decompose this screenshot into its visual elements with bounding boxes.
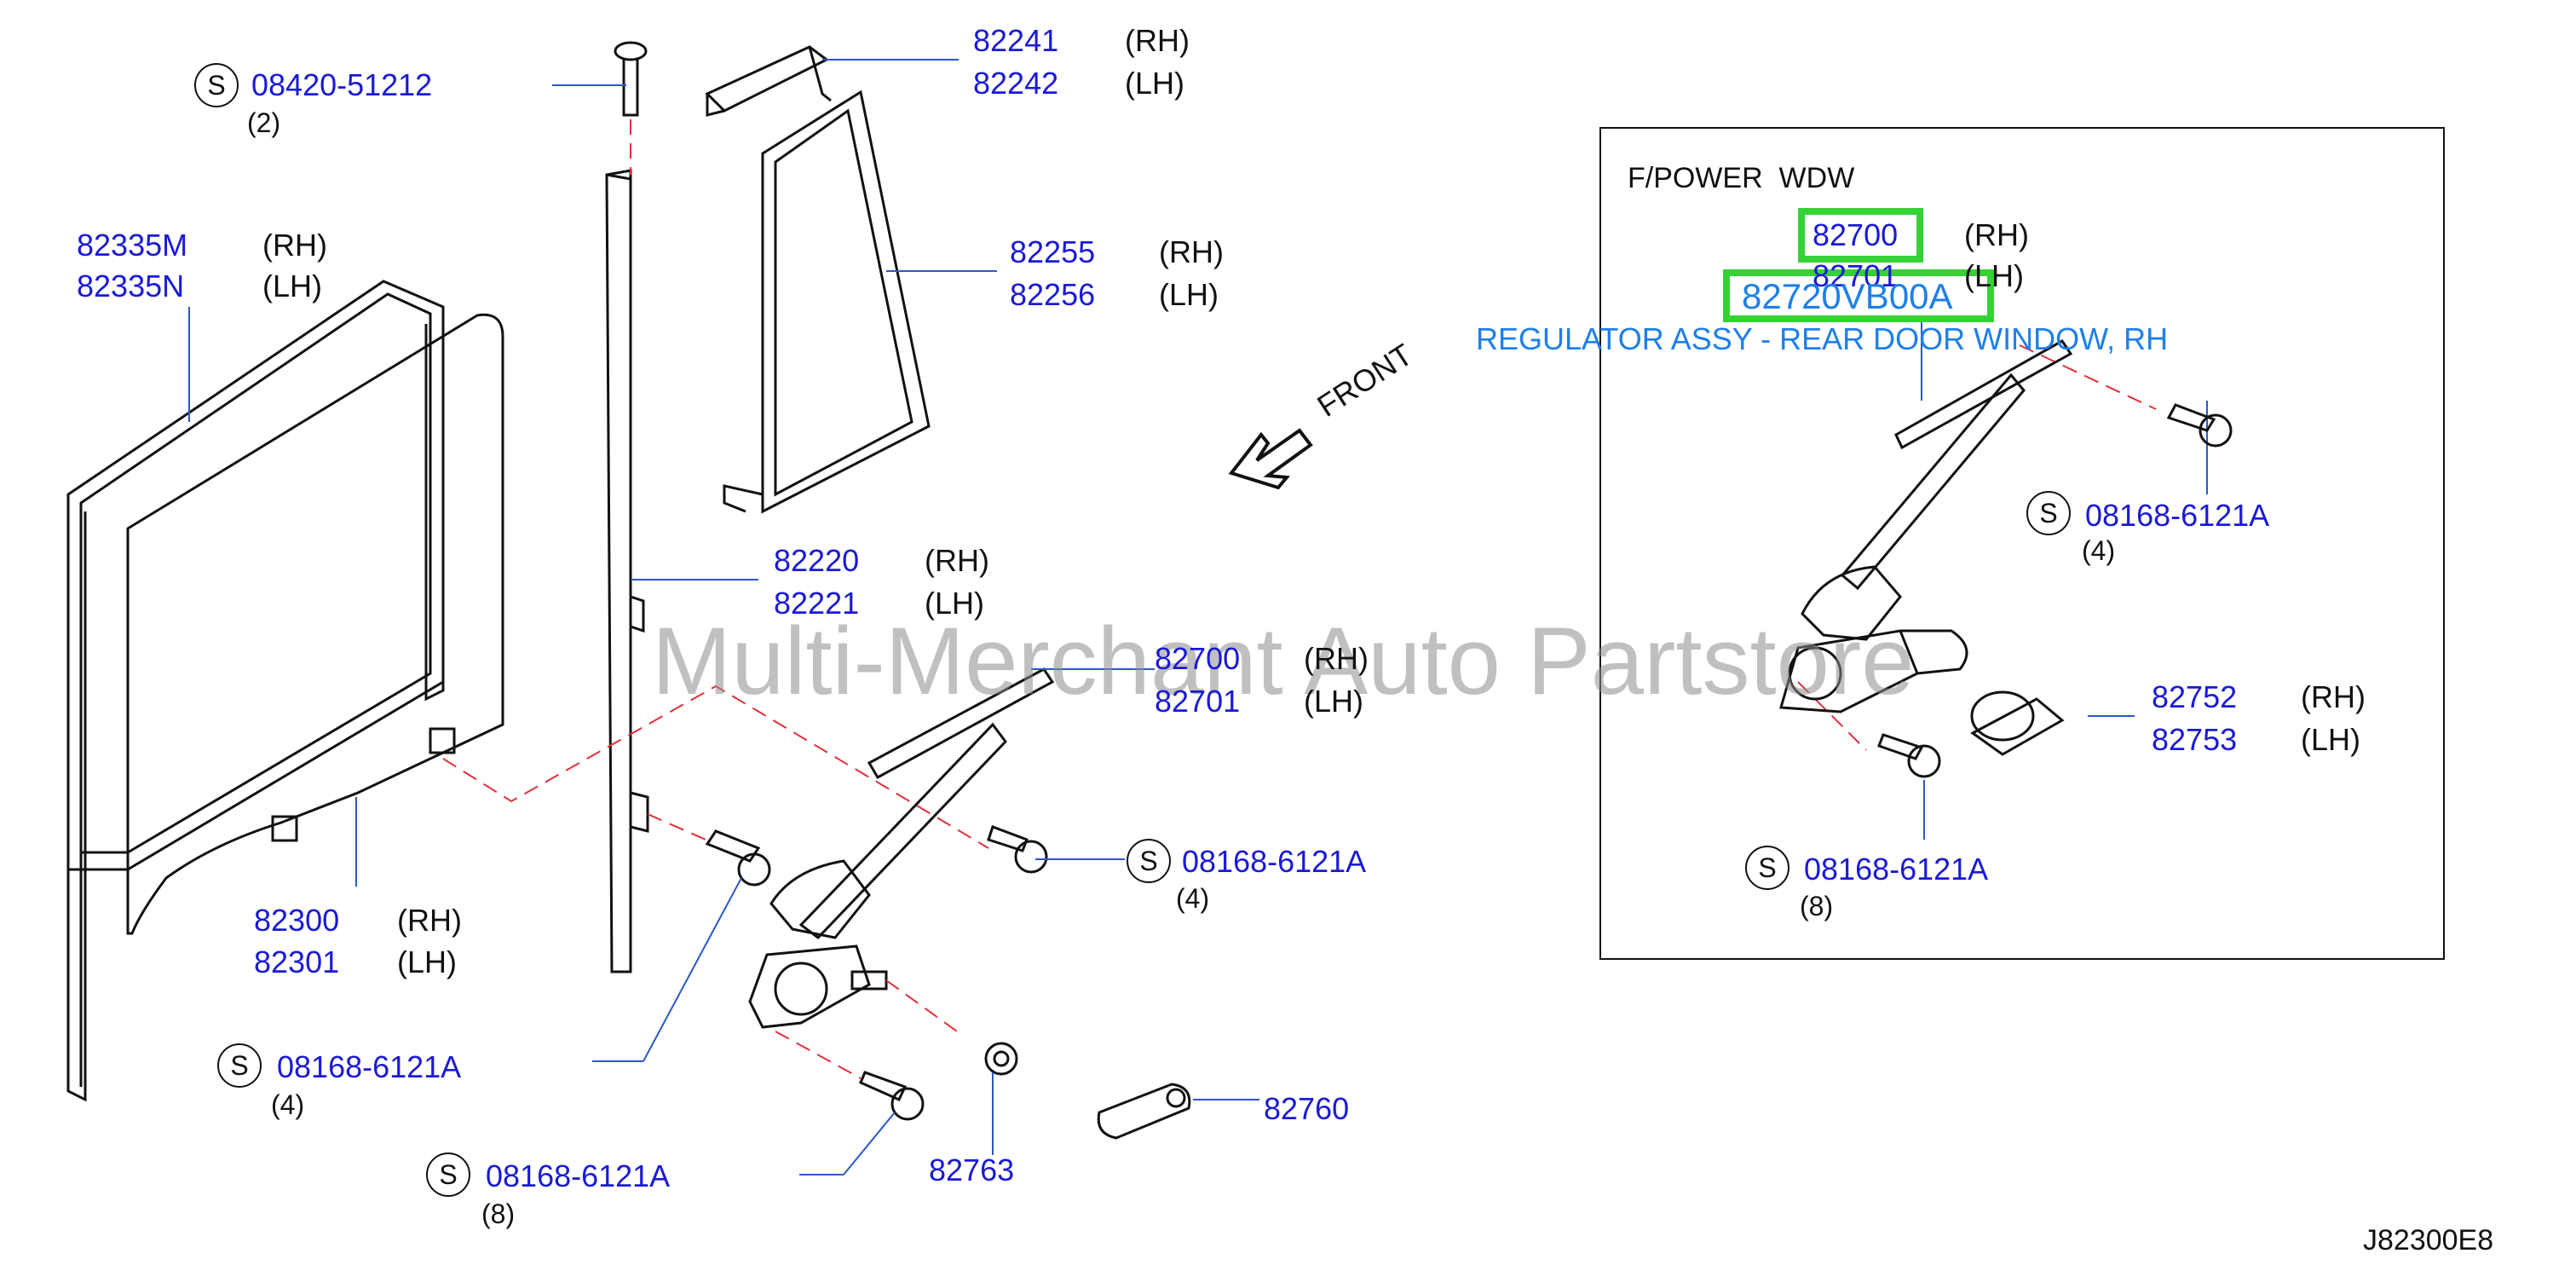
bolts bbox=[705, 825, 1048, 1121]
part-number-82255[interactable]: 82255 bbox=[1010, 234, 1096, 269]
side-rh: (RH) bbox=[397, 903, 462, 938]
standard-part-badge: S bbox=[217, 1043, 262, 1088]
part-number-08168-6121a[interactable]: 08168-6121A bbox=[1182, 844, 1367, 879]
side-rh: (RH) bbox=[1964, 217, 2029, 252]
standard-part-badge: S bbox=[1745, 846, 1789, 890]
part-number-82220[interactable]: 82220 bbox=[774, 543, 860, 578]
standard-part-badge: S bbox=[2026, 491, 2071, 535]
glass-run-top bbox=[705, 45, 832, 117]
quantity-label: (2) bbox=[247, 107, 281, 138]
figure-code: J82300E8 bbox=[2363, 1224, 2494, 1256]
standard-part-badge: S bbox=[1127, 839, 1171, 883]
part-number-82221[interactable]: 82221 bbox=[774, 586, 860, 621]
side-lh: (LH) bbox=[1159, 277, 1219, 312]
part-number-82335n[interactable]: 82335N bbox=[77, 269, 185, 303]
handle-82760 bbox=[1097, 1083, 1191, 1140]
part-number-82701[interactable]: 82701 bbox=[1155, 684, 1241, 719]
quantity-label: (4) bbox=[271, 1089, 305, 1120]
side-rh: (RH) bbox=[262, 228, 327, 263]
side-lh: (LH) bbox=[1964, 258, 2024, 293]
highlight-box-82720vb00a bbox=[1723, 269, 1994, 322]
front-arrow-icon bbox=[1228, 428, 1313, 490]
screw-08420 bbox=[614, 41, 648, 117]
part-number-08168-6121a[interactable]: 08168-6121A bbox=[277, 1049, 462, 1084]
window-regulator bbox=[748, 667, 1055, 1029]
watermark: Multi-Merchant Auto Partstore bbox=[652, 608, 1915, 714]
side-lh: (LH) bbox=[262, 269, 322, 303]
side-lh: (LH) bbox=[397, 944, 457, 979]
part-number-82701[interactable]: 82701 bbox=[1812, 258, 1899, 293]
highlight-box-82700 bbox=[1798, 208, 1923, 263]
part-number-82335m[interactable]: 82335M bbox=[77, 228, 188, 263]
inset-title: F/POWER WDW bbox=[1628, 162, 1855, 194]
side-lh: (LH) bbox=[1304, 684, 1363, 719]
part-number-08168-6121a[interactable]: 08168-6121A bbox=[1804, 852, 1989, 887]
part-number-82753[interactable]: 82753 bbox=[2152, 722, 2238, 757]
quantity-label: (8) bbox=[1800, 891, 1834, 921]
part-number-82301[interactable]: 82301 bbox=[254, 944, 340, 979]
part-number-82256[interactable]: 82256 bbox=[1010, 277, 1096, 312]
side-rh: (RH) bbox=[1125, 23, 1190, 58]
side-rh: (RH) bbox=[1159, 234, 1224, 269]
side-rh: (RH) bbox=[1304, 641, 1369, 676]
quantity-label: (4) bbox=[2082, 535, 2116, 566]
quarter-glass bbox=[723, 90, 931, 514]
side-rh: (RH) bbox=[925, 543, 989, 578]
part-number-82300[interactable]: 82300 bbox=[254, 903, 340, 938]
center-sash bbox=[605, 169, 649, 973]
leader-lines bbox=[188, 59, 2208, 1175]
side-lh: (LH) bbox=[1125, 66, 1184, 101]
assembly-lines bbox=[442, 119, 2157, 1079]
side-lh: (LH) bbox=[2301, 722, 2360, 757]
inset-regulator bbox=[1779, 339, 2233, 778]
part-number-82760[interactable]: 82760 bbox=[1264, 1091, 1350, 1126]
part-number-82242[interactable]: 82242 bbox=[973, 66, 1059, 101]
quantity-label: (4) bbox=[1176, 883, 1210, 914]
standard-part-badge: S bbox=[194, 63, 239, 107]
part-number-08420-51212[interactable]: 08420-51212 bbox=[251, 67, 433, 102]
highlighted-part-number[interactable]: 82720VB00A bbox=[1742, 276, 1953, 316]
part-number-82700[interactable]: 82700 bbox=[1812, 217, 1899, 252]
part-number-82752[interactable]: 82752 bbox=[2152, 679, 2238, 714]
standard-part-badge: S bbox=[426, 1152, 470, 1197]
quantity-label: (8) bbox=[481, 1199, 516, 1229]
inset-frame bbox=[1599, 127, 2445, 960]
part-number-82763[interactable]: 82763 bbox=[929, 1152, 1015, 1187]
part-number-08168-6121a[interactable]: 08168-6121A bbox=[2085, 498, 2270, 533]
door-glass bbox=[126, 313, 504, 935]
side-lh: (LH) bbox=[925, 586, 984, 621]
washer-82763 bbox=[984, 1042, 1018, 1076]
part-number-08168-6121a[interactable]: 08168-6121A bbox=[486, 1158, 671, 1193]
highlighted-part-description: REGULATOR ASSY - REAR DOOR WINDOW, RH bbox=[1476, 321, 2169, 356]
part-number-82241[interactable]: 82241 bbox=[973, 23, 1059, 58]
side-rh: (RH) bbox=[2301, 679, 2366, 714]
part-number-82700[interactable]: 82700 bbox=[1155, 641, 1241, 676]
